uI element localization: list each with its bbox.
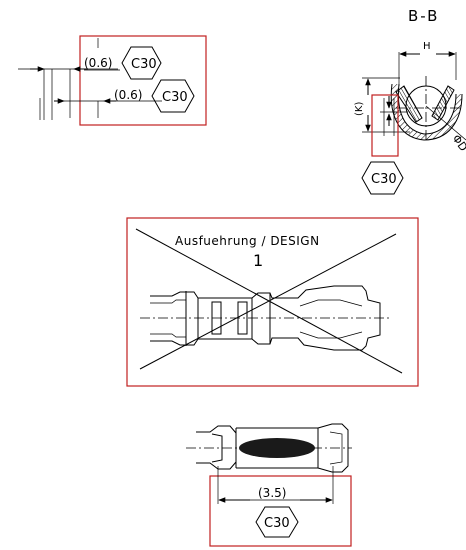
cross-line-2	[139, 233, 397, 370]
dim-label-1: (0.6)	[84, 56, 112, 70]
hexagon-symbol-3	[361, 161, 404, 195]
terminal-outline	[150, 285, 381, 351]
bottom-view: (3.5) C30	[186, 423, 352, 547]
dim-diameter: ΦD	[450, 132, 466, 153]
design-title: Ausfuehrung / DESIGN	[175, 234, 320, 248]
section-label: B-B	[408, 7, 439, 25]
design-box-frame	[126, 217, 419, 387]
bottom-dim-label: (3.5)	[258, 486, 286, 500]
dim-width-h: H	[423, 41, 431, 52]
code-label-1: C30	[131, 57, 157, 72]
callout-frame	[79, 35, 207, 126]
dim-label-2: (0.6)	[114, 88, 142, 102]
hexagon-symbol-1	[121, 46, 162, 80]
section-code-label: C30	[371, 172, 397, 187]
dim-height-k: (K)	[354, 102, 365, 116]
design-box: Ausfuehrung / DESIGN 1	[126, 217, 419, 387]
crimp-zone	[239, 438, 315, 458]
bottom-code-label: C30	[264, 516, 290, 531]
section-callout-frame	[371, 94, 399, 157]
design-number: 1	[253, 251, 263, 270]
code-label-2: C30	[162, 90, 188, 105]
hexagon-symbol-4	[255, 506, 299, 538]
section-view: H (K) ΦD C30	[354, 41, 466, 195]
bottom-callout-frame	[209, 475, 352, 547]
top-left-callout: (0.6) C30 (0.6) C30	[18, 35, 207, 126]
hexagon-symbol-2	[151, 79, 195, 113]
